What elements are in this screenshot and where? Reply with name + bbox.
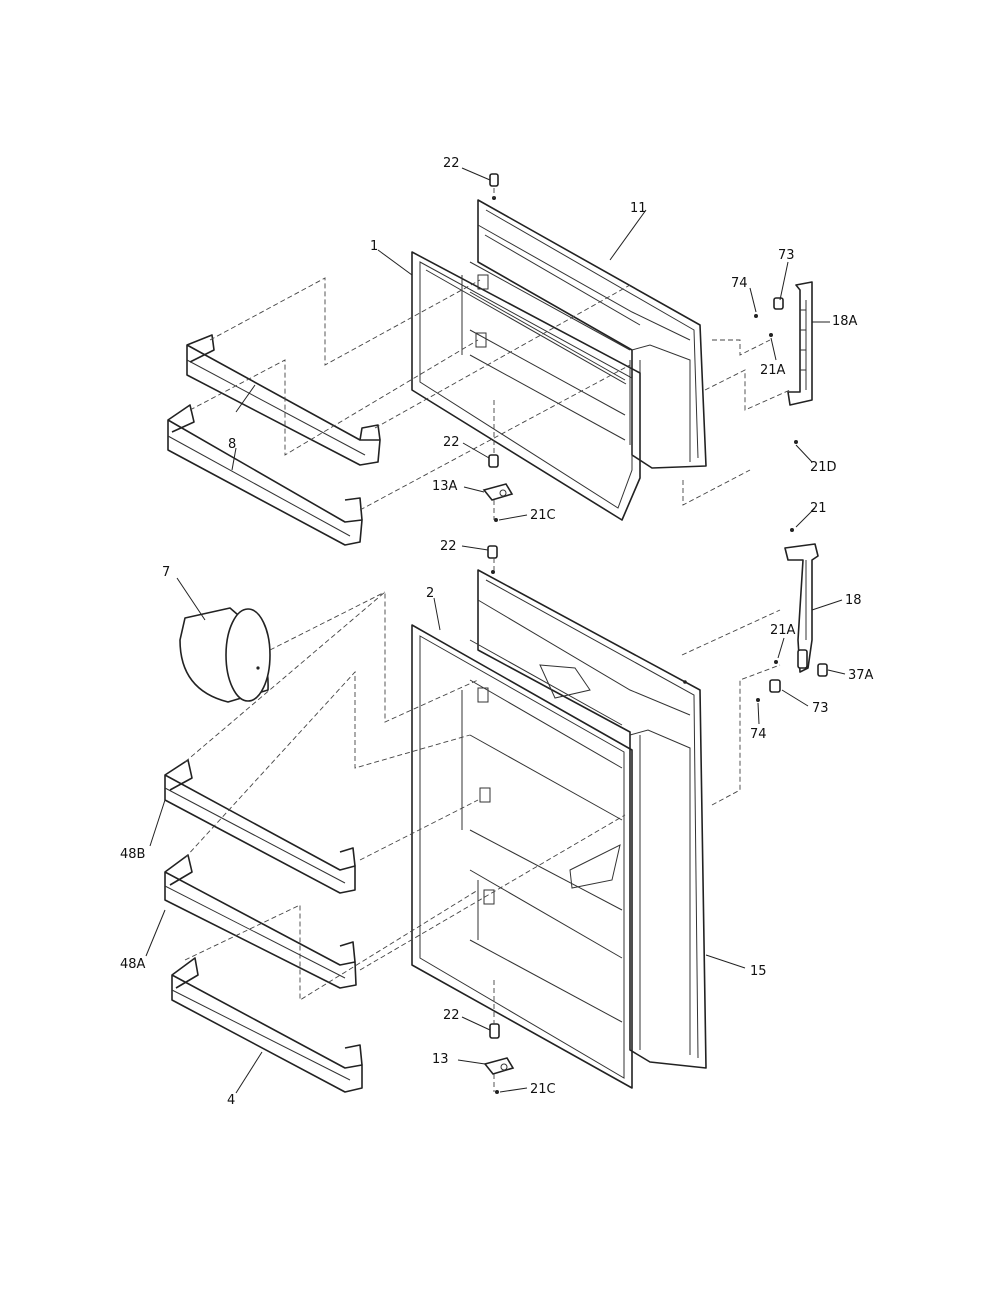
freezer-shelf-8-upper [186,334,381,466]
callout-22-mid: 22 [443,435,460,450]
callout-11: 11 [630,201,647,216]
callout-18A: 18A [832,314,858,329]
callout-8: 8 [228,437,236,452]
door-shelf-48B [164,759,356,894]
callout-1: 1 [370,239,378,254]
hinge-13A [482,483,514,501]
bottom-hinge-pin-22 [489,1023,500,1039]
hinge-bracket-18A [754,281,813,444]
assembly-dashed-lines [184,188,791,1092]
callout-18: 18 [845,593,862,608]
callout-22-top: 22 [443,156,460,171]
callout-labels: 22 11 1 73 74 18A 21A 8 22 21D 13A 21C 2… [120,156,874,1108]
hinge-13 [483,1057,515,1075]
callout-73-low: 73 [812,701,829,716]
fresh-food-door-gasket-2 [411,624,633,1089]
callout-74-low: 74 [750,727,767,742]
callout-21A-top: 21A [760,363,786,378]
callout-48A: 48A [120,957,146,972]
callout-7: 7 [162,565,170,580]
screw-21C-top [494,518,498,522]
callout-21C-top: 21C [530,508,556,523]
callout-48B: 48B [120,847,145,862]
dairy-container-7 [179,607,271,703]
callout-22-low: 22 [440,539,457,554]
door-shelf-4 [171,957,363,1093]
leader-lines [145,167,846,1094]
callout-21D: 21D [810,460,837,475]
callout-15: 15 [750,964,767,979]
callout-21A-low: 21A [770,623,796,638]
callout-13A: 13A [432,479,458,494]
lower-top-hinge-pin-22 [487,545,498,574]
mid-hinge-pin-22 [488,454,499,468]
hinge-bracket-18 [756,528,828,702]
callout-74-top: 74 [731,276,748,291]
callout-2: 2 [426,586,434,601]
callout-21C-bot: 21C [530,1082,556,1097]
door-shelf-48A [164,854,357,989]
callout-21: 21 [810,501,827,516]
screw-21C-bottom [495,1090,499,1094]
callout-22-bot: 22 [443,1008,460,1023]
fresh-food-door-liner [461,639,623,1023]
callout-4: 4 [227,1093,235,1108]
fresh-food-door-15 [477,569,707,1069]
callout-73-top: 73 [778,248,795,263]
freezer-shelf-8-lower [167,404,363,546]
freezer-door-gasket-1 [411,251,641,521]
callout-13: 13 [432,1052,449,1067]
freezer-door-liner [461,261,631,445]
callout-37A: 37A [848,668,874,683]
